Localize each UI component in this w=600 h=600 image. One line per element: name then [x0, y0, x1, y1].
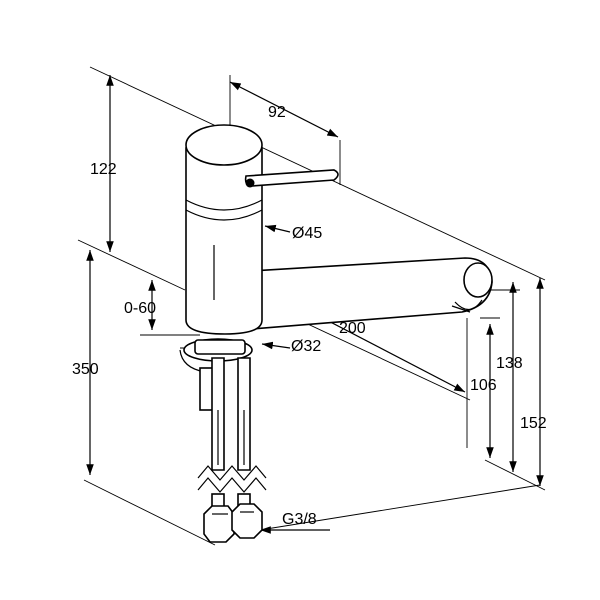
faucet-body: [185, 147, 263, 335]
label-d45: Ø45: [292, 225, 322, 242]
label-d32: Ø32: [291, 338, 321, 355]
dim-d32-arrow: [261, 341, 291, 350]
body-top-cap: [185, 124, 263, 166]
label-350: 350: [72, 361, 99, 378]
label-92: 92: [268, 104, 286, 121]
label-0-60: 0-60: [124, 300, 156, 317]
hex-nut-left: [203, 505, 235, 543]
break-line-top: [197, 465, 267, 481]
label-g38: G3/8: [282, 511, 317, 528]
dim-d45-arrow: [264, 224, 291, 233]
label-106: 106: [470, 377, 497, 394]
spout-end: [463, 262, 493, 298]
faucet: [179, 124, 493, 543]
dim-92-line: [229, 81, 339, 138]
lever-pivot: [245, 178, 255, 188]
dimension-labels: 92 122 Ø45 0-60 200 Ø32 350 138 106 152 …: [72, 104, 547, 528]
aerator: [454, 299, 483, 311]
label-200: 200: [339, 320, 366, 337]
break-line-bottom: [197, 477, 267, 493]
label-138: 138: [496, 355, 523, 372]
label-122: 122: [90, 161, 117, 178]
label-152: 152: [520, 415, 547, 432]
hex-nut-right: [231, 503, 263, 539]
